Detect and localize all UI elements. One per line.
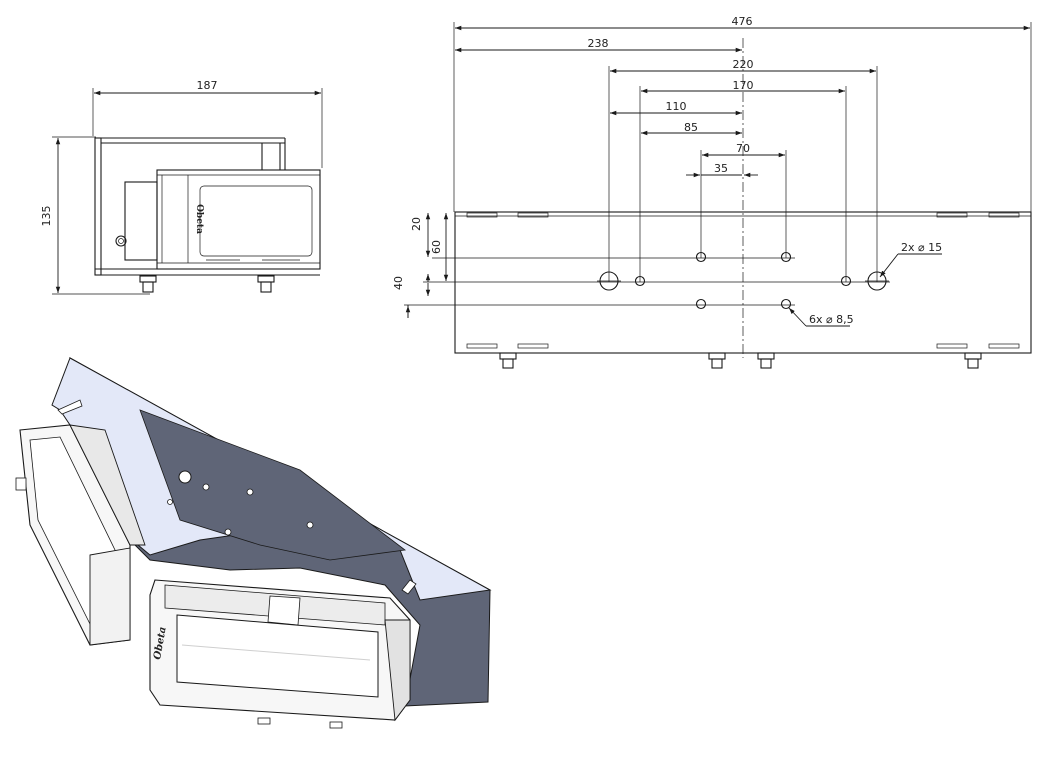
top-view-nut bbox=[499, 352, 517, 369]
large-holes-note: 2x ⌀ 15 bbox=[901, 241, 942, 254]
dim-35-label: 35 bbox=[714, 162, 728, 175]
dim-40-label: 40 bbox=[392, 276, 405, 290]
large-hole-left bbox=[597, 271, 621, 291]
dim-20-label: 20 bbox=[410, 217, 423, 231]
side-foot-right bbox=[257, 275, 275, 293]
luminaire-body bbox=[156, 169, 321, 270]
small-hole bbox=[780, 251, 792, 263]
dim-238-label: 238 bbox=[588, 37, 609, 50]
dim-135-label: 135 bbox=[40, 206, 53, 227]
dim-187-label: 187 bbox=[197, 79, 218, 92]
bracket-plate bbox=[94, 137, 102, 276]
left-luminaire bbox=[15, 424, 146, 646]
top-view-nut bbox=[757, 352, 775, 369]
rear-box bbox=[124, 181, 158, 261]
small-holes-note: 6x ⌀ 8,5 bbox=[809, 313, 854, 326]
top-view-nut bbox=[964, 352, 982, 369]
mounting-plate bbox=[454, 211, 1032, 354]
dim-476-label: 476 bbox=[732, 15, 753, 28]
small-hole bbox=[840, 275, 852, 287]
small-hole bbox=[634, 275, 646, 287]
small-hole bbox=[780, 298, 792, 310]
large-hole-right bbox=[865, 271, 889, 291]
dim-220-label: 220 bbox=[733, 58, 754, 71]
small-hole bbox=[695, 251, 707, 263]
top-view-nut bbox=[708, 352, 726, 369]
top-view: 476 238 220 170 110 85 70 35 bbox=[392, 15, 1032, 369]
side-foot-left bbox=[139, 275, 157, 293]
side-view: 187 135 Obeta bbox=[40, 79, 323, 295]
isometric-view: Obeta bbox=[15, 357, 492, 729]
dim-60-label: 60 bbox=[430, 240, 443, 254]
dim-170-label: 170 bbox=[733, 79, 754, 92]
dim-70-label: 70 bbox=[736, 142, 750, 155]
side-brand-label: Obeta bbox=[194, 204, 204, 234]
dim-85-label: 85 bbox=[684, 121, 698, 134]
small-hole bbox=[695, 298, 707, 310]
right-luminaire: Obeta bbox=[149, 579, 411, 729]
dim-110-label: 110 bbox=[666, 100, 687, 113]
window-panel bbox=[199, 185, 313, 257]
